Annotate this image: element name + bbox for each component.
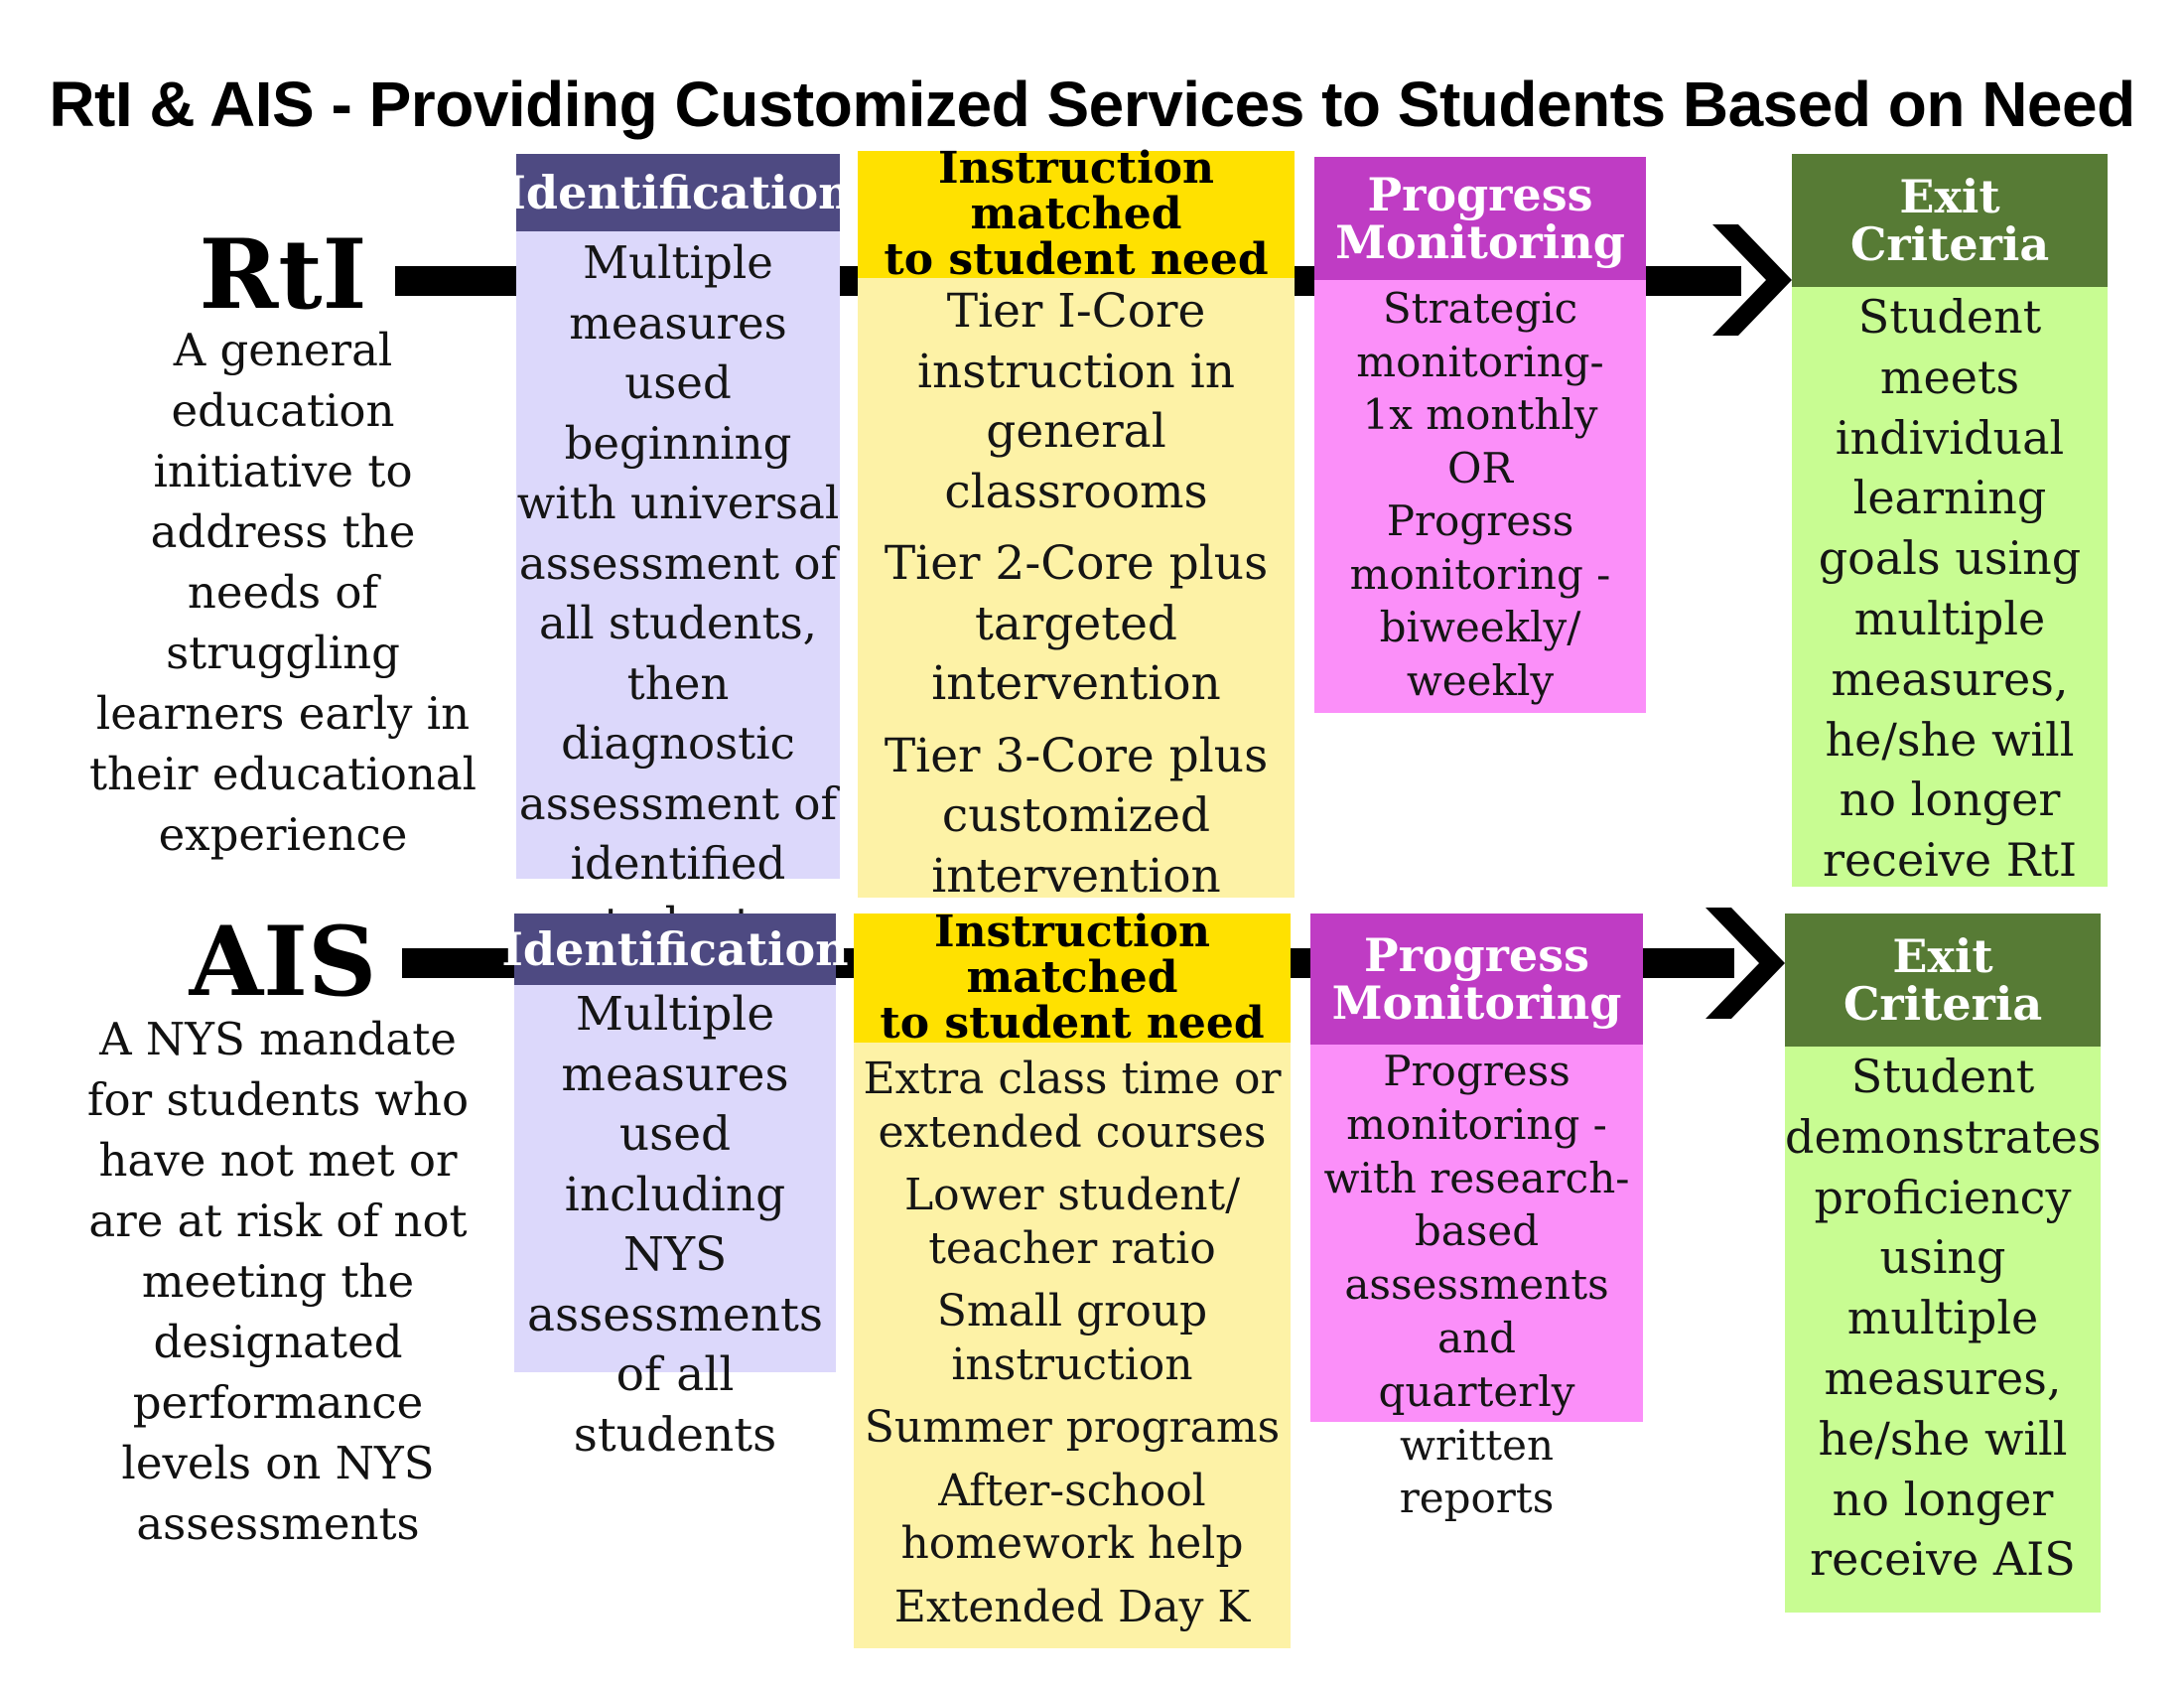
ais-arrow-icon — [1706, 908, 1785, 1019]
rti-connector-line — [1646, 266, 1741, 296]
ais-instruction-item: Lower student/teacher ratio — [903, 1170, 1241, 1274]
ais-instruction-item: Summer programs — [864, 1402, 1281, 1453]
ais-label: AIS — [189, 906, 377, 1018]
ais-identification-header: Identification — [501, 914, 849, 985]
rti-connector-line — [1295, 266, 1314, 296]
ais-instruction-item: Extended Day K — [893, 1581, 1251, 1632]
rti-connector-line — [840, 266, 858, 296]
rti-label: RtI — [199, 218, 367, 331]
rti-connector-line — [395, 266, 516, 296]
rti-arrow-icon — [1712, 224, 1792, 336]
ais-connector-line — [1643, 948, 1734, 978]
rti-identification-header: Identification — [504, 154, 852, 231]
ais-connector-line — [836, 948, 854, 978]
page-title: RtI & AIS - Providing Customized Service… — [49, 69, 2135, 140]
ais-connector-line — [1291, 948, 1310, 978]
ais-connector-line — [402, 948, 514, 978]
